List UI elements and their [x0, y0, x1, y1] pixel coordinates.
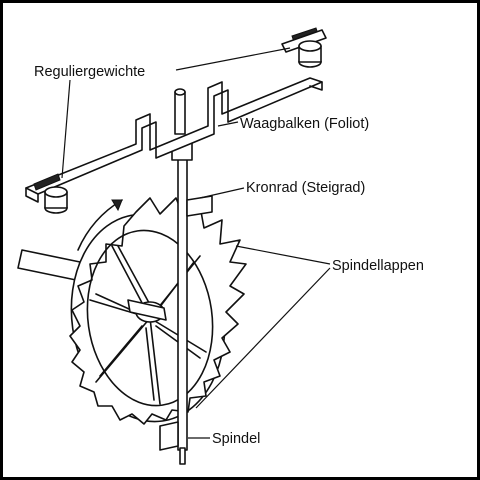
leader-weights-left [61, 79, 71, 179]
weight-right-top [298, 40, 322, 52]
wheel-axle-stub [17, 249, 81, 281]
wheel-inner-rim [86, 229, 214, 407]
weight-left-top [44, 186, 68, 198]
leader-crown-wheel [199, 187, 245, 199]
spindle-shaft [177, 149, 188, 451]
leader-pallets-lower [195, 267, 331, 409]
label-pallets: Spindellappen [332, 258, 424, 274]
crown-wheel [17, 197, 247, 425]
foliot-bar-edge [25, 187, 39, 203]
spindle-top-post [174, 91, 186, 135]
leader-weights-right [175, 47, 291, 71]
wheel-hub-pin [127, 299, 167, 321]
label-crown-wheel: Kronrad (Steigrad) [246, 180, 365, 196]
spindle-tip [179, 447, 186, 465]
label-spindle: Spindel [212, 431, 260, 447]
verge-escapement-drawing: Reguliergewichte Waagbalken (Foliot) Kro… [17, 27, 424, 465]
label-foliot: Waagbalken (Foliot) [240, 116, 369, 132]
notches-left [33, 173, 61, 191]
rotation-arrow-head [111, 199, 123, 212]
regulating-weights [44, 40, 322, 214]
leader-foliot [217, 121, 239, 127]
foliot-bar-edge-right [309, 81, 323, 91]
spindle-top-cap [174, 88, 186, 96]
foliot-bar [25, 77, 323, 195]
leader-pallets-upper [235, 245, 331, 265]
spindle [159, 88, 213, 465]
lower-pallet [159, 421, 179, 451]
label-regulating-weights: Reguliergewichte [34, 64, 145, 80]
leader-lines [61, 47, 331, 439]
upper-pallet [186, 195, 213, 217]
